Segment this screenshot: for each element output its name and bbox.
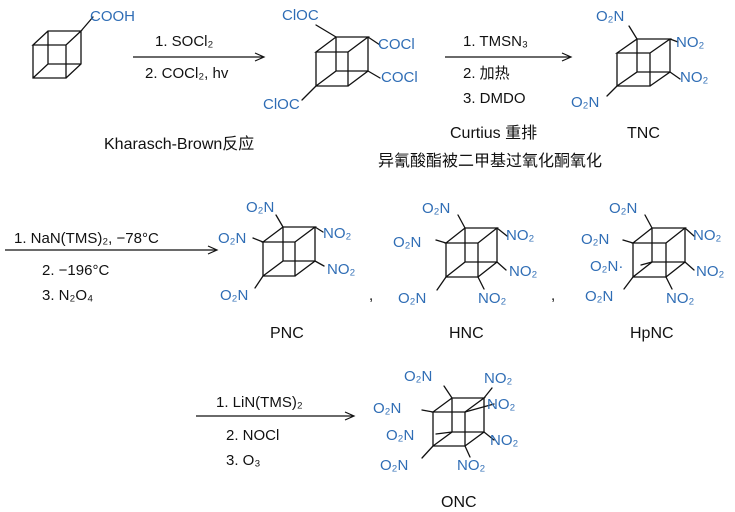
- step4-condition-3: 3. O₃: [226, 452, 260, 469]
- tnc-nitro-2: NO₂: [676, 34, 705, 51]
- hpnc-nitro-4: O₂N·: [590, 258, 623, 275]
- hnc-nitro-2: O₂N: [393, 234, 421, 251]
- hnc-nitro-3: NO₂: [506, 227, 535, 244]
- tnc-structure: O₂N NO₂ NO₂ O₂N: [571, 8, 709, 111]
- arrow-step-2: 1. TMSN₃ 2. 加热 3. DMDO: [445, 33, 573, 107]
- pnc-structure: O₂N O₂N NO₂ NO₂ O₂N: [218, 199, 356, 304]
- onc-label: ONC: [441, 494, 477, 511]
- separator-comma-2: ,: [551, 287, 555, 304]
- arrow-step-1: 1. SOCl₂ 2. COCl₂, hv: [133, 33, 266, 82]
- onc-structure: O₂N NO₂ O₂N NO₂ O₂N NO₂ O₂N NO₂: [373, 368, 519, 474]
- step3-condition-2: 2. −196°C: [42, 262, 109, 279]
- hpnc-nitro-3: NO₂: [693, 227, 722, 244]
- hnc-structure: O₂N O₂N NO₂ NO₂ O₂N NO₂: [393, 200, 538, 307]
- cubane-carboxylic-acid: COOH: [31, 8, 135, 79]
- onc-nitro-3: O₂N: [373, 400, 401, 417]
- tnc-nitro-3: NO₂: [680, 69, 709, 86]
- onc-nitro-8: NO₂: [457, 457, 486, 474]
- onc-nitro-2: NO₂: [484, 370, 513, 387]
- hnc-nitro-5: O₂N: [398, 290, 426, 307]
- dmdo-oxidation-label: 异氰酸酯被二甲基过氧化酮氧化: [378, 151, 602, 170]
- acyl-chloride-4: ClOC: [263, 96, 300, 113]
- hpnc-nitro-1: O₂N: [609, 200, 637, 217]
- pnc-nitro-1: O₂N: [246, 199, 274, 216]
- pnc-label: PNC: [270, 325, 304, 342]
- arrow-step-3: 1. NaN(TMS)₂, −78°C 2. −196°C 3. N₂O₄: [5, 230, 219, 304]
- carboxylic-acid-label: COOH: [90, 8, 135, 25]
- pnc-nitro-2: O₂N: [218, 230, 246, 247]
- onc-nitro-4: NO₂: [487, 396, 516, 413]
- hpnc-nitro-6: O₂N: [585, 288, 613, 305]
- step2-condition-2: 2. 加热: [463, 65, 510, 82]
- kharasch-brown-label: Kharasch-Brown反应: [104, 134, 254, 153]
- onc-nitro-5: O₂N: [386, 427, 414, 444]
- pnc-nitro-4: NO₂: [327, 261, 356, 278]
- step4-condition-2: 2. NOCl: [226, 427, 279, 444]
- onc-nitro-6: NO₂: [490, 432, 519, 449]
- hpnc-label: HpNC: [630, 325, 674, 342]
- onc-nitro-1: O₂N: [404, 368, 432, 385]
- arrow-step-4: 1. LiN(TMS)₂ 2. NOCl 3. O₃: [196, 394, 356, 469]
- step2-condition-3: 3. DMDO: [463, 90, 526, 107]
- separator-comma-1: ,: [369, 287, 373, 304]
- tnc-nitro-4: O₂N: [571, 94, 599, 111]
- hnc-nitro-4: NO₂: [509, 263, 538, 280]
- step3-condition-3: 3. N₂O₄: [42, 287, 93, 304]
- hpnc-nitro-2: O₂N: [581, 231, 609, 248]
- acyl-chloride-1: ClOC: [282, 7, 319, 24]
- step3-condition-1: 1. NaN(TMS)₂, −78°C: [14, 230, 159, 247]
- hnc-nitro-1: O₂N: [422, 200, 450, 217]
- hpnc-structure: O₂N O₂N NO₂ O₂N· NO₂ O₂N NO₂: [581, 200, 725, 307]
- step2-condition-1: 1. TMSN₃: [463, 33, 528, 50]
- pnc-nitro-5: O₂N: [220, 287, 248, 304]
- hnc-label: HNC: [449, 325, 484, 342]
- acyl-chloride-2: COCl: [378, 36, 415, 53]
- hpnc-nitro-7: NO₂: [666, 290, 695, 307]
- hpnc-nitro-5: NO₂: [696, 263, 725, 280]
- hnc-nitro-6: NO₂: [478, 290, 507, 307]
- cubane-tetra-acyl-chloride: ClOC COCl COCl ClOC: [263, 7, 418, 113]
- pnc-nitro-3: NO₂: [323, 225, 352, 242]
- step1-condition-1: 1. SOCl₂: [155, 33, 214, 50]
- curtius-label: Curtius 重排: [450, 124, 537, 142]
- step4-condition-1: 1. LiN(TMS)₂: [216, 394, 303, 411]
- onc-nitro-7: O₂N: [380, 457, 408, 474]
- acyl-chloride-3: COCl: [381, 69, 418, 86]
- step1-condition-2: 2. COCl₂, hv: [145, 65, 229, 82]
- tnc-label: TNC: [627, 125, 660, 142]
- tnc-nitro-1: O₂N: [596, 8, 624, 25]
